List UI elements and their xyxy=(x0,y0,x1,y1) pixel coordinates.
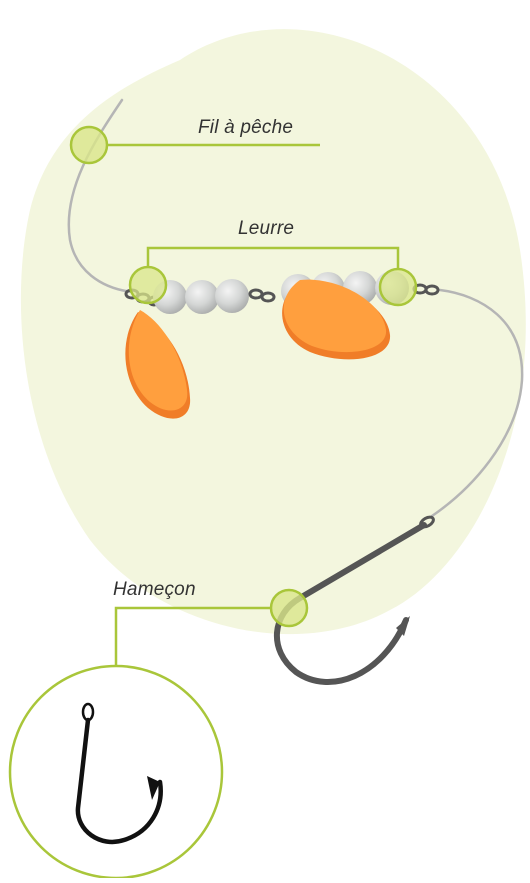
swivel-middle xyxy=(248,288,276,303)
spinner-blade-icon xyxy=(282,279,391,360)
spinner-blade-icon xyxy=(125,310,191,419)
background-blob xyxy=(20,29,526,635)
label-fishing-line: Fil à pêche xyxy=(198,117,294,138)
leader-line-lure xyxy=(146,246,400,269)
bead-group-left xyxy=(153,279,249,314)
label-lure: Leurre xyxy=(238,218,295,239)
highlight-marker-hook xyxy=(269,588,309,628)
leader-line-hook xyxy=(114,606,271,668)
label-hook: Hameçon xyxy=(113,579,196,600)
highlight-marker-line xyxy=(69,125,109,165)
fishing-line-leader xyxy=(430,288,524,518)
bead-icon xyxy=(215,279,249,313)
fishing-hook-closeup-icon xyxy=(75,702,163,844)
highlight-marker-lure-right xyxy=(378,267,418,307)
highlight-marker-lure-left xyxy=(128,265,168,305)
hook-zoom-inset xyxy=(8,664,224,880)
bead-icon xyxy=(185,280,219,314)
